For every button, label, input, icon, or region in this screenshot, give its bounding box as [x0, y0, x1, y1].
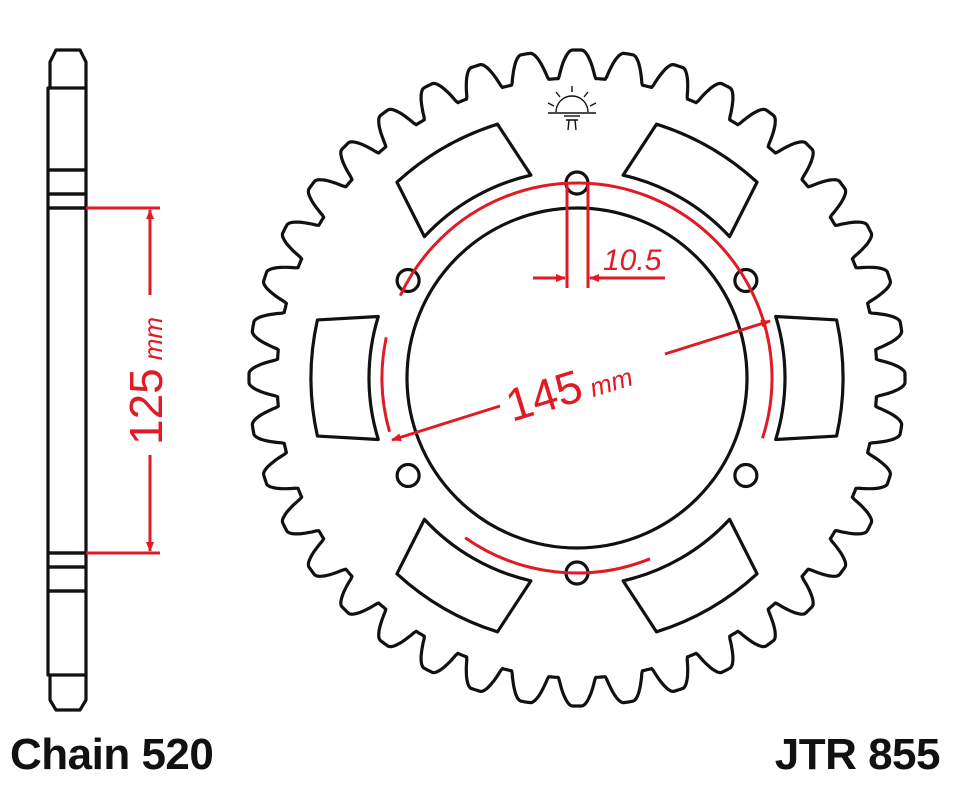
side-view: [46, 48, 88, 712]
lightening-slot: [309, 314, 380, 442]
dim-145-value: 145: [500, 359, 589, 431]
dim-145-unit: mm: [586, 362, 636, 403]
pitch-circle-arc: [380, 337, 391, 433]
svg-text:125mm: 125 mm: [120, 317, 172, 445]
lightening-slots: [309, 122, 845, 634]
jt-sun-logo-icon: [547, 86, 597, 131]
dimension-125: 125 mm: [86, 206, 172, 555]
chain-label: Chain 520: [10, 730, 214, 779]
side-bore: [46, 206, 88, 555]
dim-10-5-value: 10.5: [603, 244, 662, 277]
lightening-slot: [395, 517, 533, 634]
pitch-circle-arc: [464, 536, 651, 575]
lightening-slot: [621, 517, 759, 634]
bolt-hole: [395, 267, 421, 294]
dim-125-unit: mm: [138, 317, 168, 360]
center-bore: [405, 206, 749, 550]
lightening-slot: [774, 314, 845, 442]
side-tooth-bottom: [48, 675, 88, 712]
lightening-slot: [395, 122, 533, 239]
bolt-hole: [395, 462, 421, 489]
dimension-10-5: 10.5: [533, 185, 665, 288]
bolt-hole: [733, 462, 759, 489]
svg-text:145mm: 145mm: [500, 344, 638, 431]
bolt-hole: [733, 267, 759, 294]
dimension-145: 145mm: [391, 319, 771, 442]
side-tooth-top: [48, 48, 88, 88]
side-hatch-bottom: [46, 589, 88, 677]
side-hatch-top: [46, 86, 88, 172]
dim-125-value: 125: [120, 368, 172, 445]
pitch-circle-arcs: [380, 181, 774, 575]
lightening-slot: [621, 122, 759, 239]
part-number: JTR 855: [774, 730, 941, 779]
sprocket-teeth-outline: [247, 48, 907, 708]
pitch-circle-arc: [398, 181, 774, 439]
